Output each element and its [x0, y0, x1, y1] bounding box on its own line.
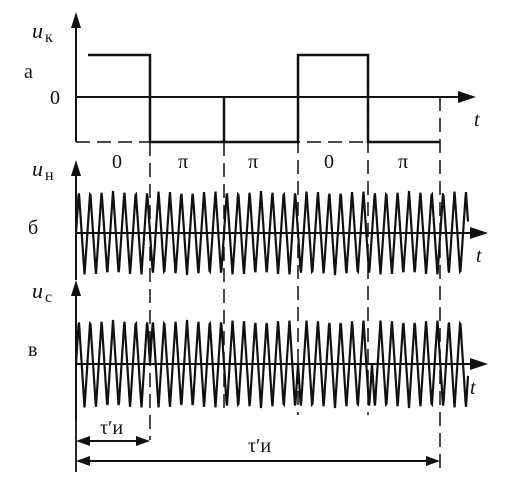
long-dimension-label: τ′и: [248, 435, 271, 457]
panel-c: u с в t: [28, 278, 488, 420]
row-label-a: а: [24, 61, 33, 83]
y-axis-a-arrow: [71, 12, 81, 28]
short-dim-arrow-left: [76, 436, 90, 446]
dimension-markers: τ′и τ′и: [75, 417, 440, 472]
axis-c-symbol: u: [32, 278, 43, 303]
t-label-b: t: [476, 245, 482, 267]
phase-label-2: π: [178, 151, 188, 173]
phase-label-4: 0: [324, 151, 334, 173]
axis-c-subscript: с: [45, 289, 52, 306]
x-axis-c-arrow: [470, 358, 488, 370]
phase-label-5: π: [398, 151, 408, 173]
long-dim-arrow-right: [426, 456, 440, 466]
carrier-waveform: [74, 190, 470, 276]
zero-label: 0: [50, 87, 60, 109]
t-label-a: t: [474, 109, 480, 131]
short-dimension-label: τ′и: [100, 417, 123, 439]
x-axis-b-arrow: [470, 227, 488, 239]
panel-a: u к а 0 t 0 π π 0 π: [24, 12, 480, 173]
code-waveform: [88, 53, 440, 144]
axis-b-subscript: н: [45, 167, 54, 184]
phase-label-3: π: [248, 151, 258, 173]
x-axis-a-arrow: [458, 91, 476, 103]
row-label-b: б: [28, 217, 38, 239]
phase-label-1: 0: [112, 151, 122, 173]
t-label-c: t: [470, 377, 476, 399]
axis-a-symbol: u: [32, 18, 43, 43]
y-axis-b-arrow: [71, 160, 81, 176]
axis-a-subscript: к: [45, 29, 53, 46]
y-axis-c-arrow: [71, 280, 81, 296]
panel-b: u н б t: [28, 156, 488, 280]
psk-waveform: [74, 319, 470, 409]
short-dim-arrow-right: [136, 436, 150, 446]
axis-b-symbol: u: [32, 156, 43, 181]
row-label-c: в: [28, 339, 37, 361]
long-dim-arrow-left: [76, 456, 90, 466]
